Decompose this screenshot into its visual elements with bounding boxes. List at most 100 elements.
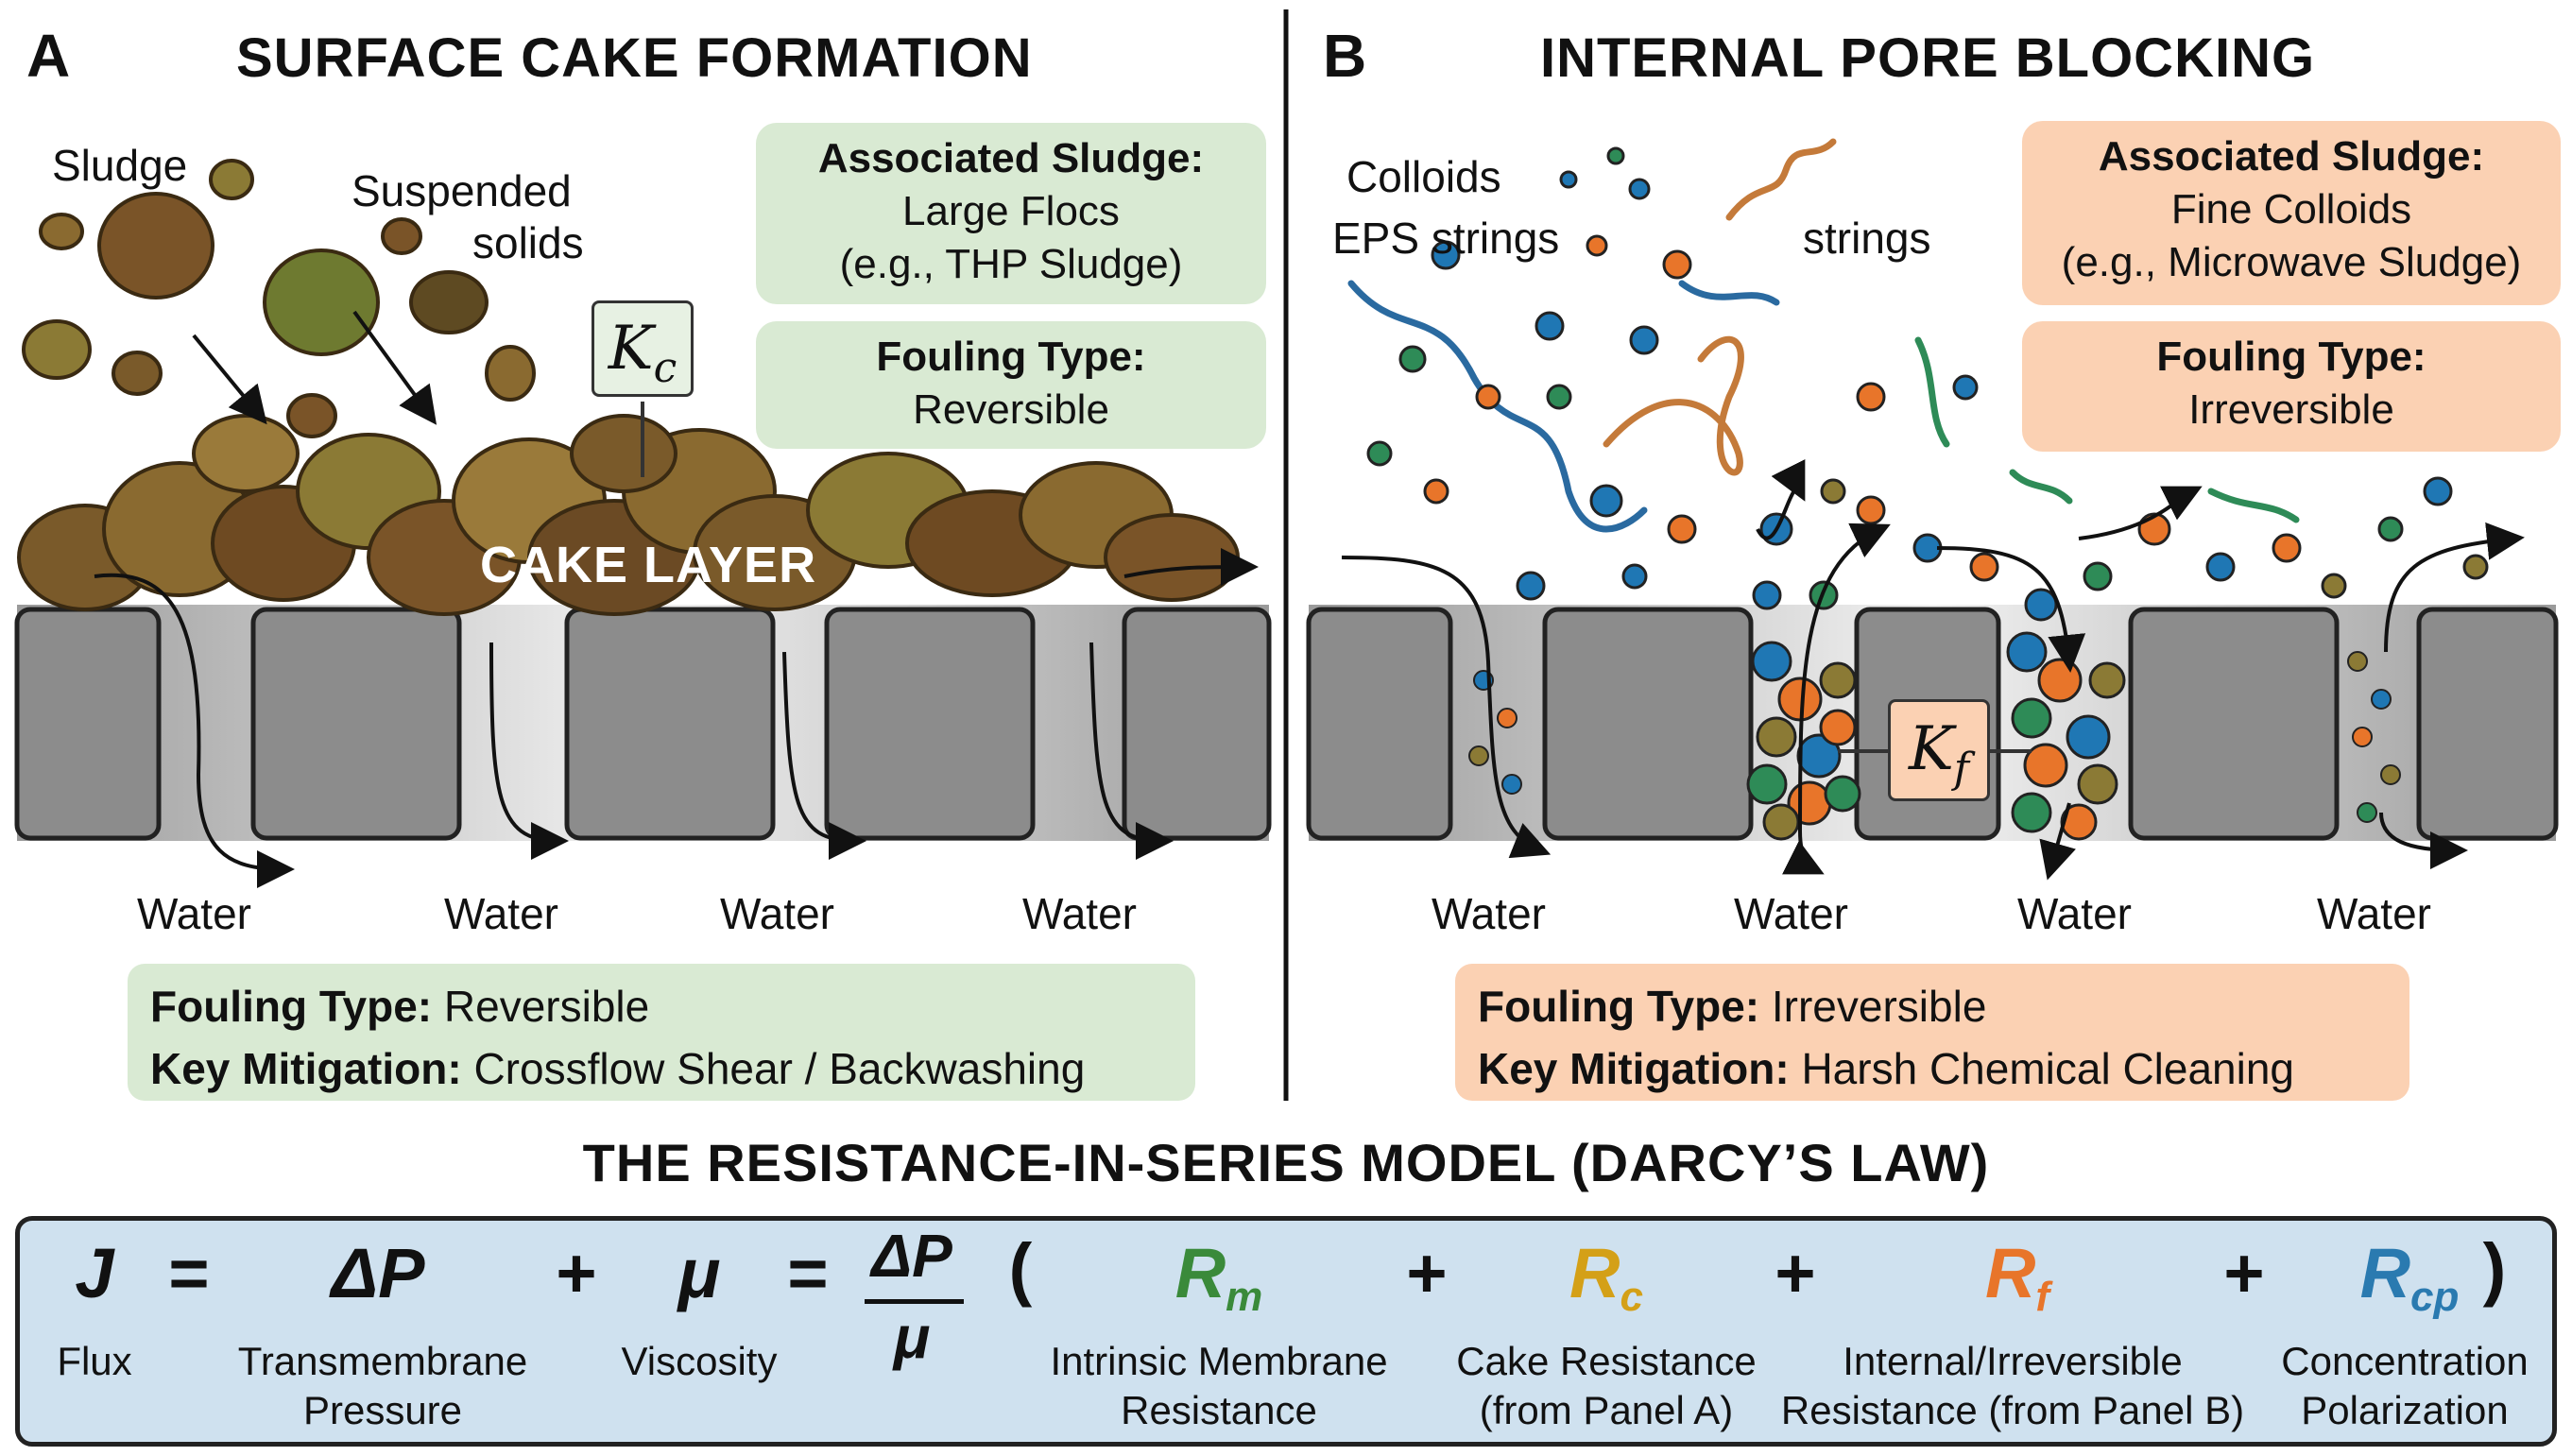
label-suspended-2: solids bbox=[472, 218, 584, 267]
label-eps-strings: EPS strings bbox=[1332, 214, 1560, 263]
assoc-sludge-line1: Fine Colloids bbox=[2170, 186, 2412, 232]
kc-symbol-box: Kc bbox=[592, 300, 694, 397]
assoc-sludge-line1: Large Flocs bbox=[902, 188, 1120, 234]
desc-rf: Internal/Irreversible Resistance (from P… bbox=[1776, 1337, 2249, 1435]
eq-equals-2: = bbox=[787, 1234, 829, 1312]
membrane-block bbox=[250, 607, 462, 841]
water-label: Water bbox=[137, 889, 251, 938]
water-label: Water bbox=[1022, 889, 1137, 938]
water-label: Water bbox=[1734, 889, 1848, 938]
panel-a-summary-box: Fouling Type: Reversible Key Mitigation:… bbox=[128, 964, 1195, 1101]
desc-tmp: Transmembrane Pressure bbox=[217, 1337, 548, 1435]
flow-arrows-b bbox=[1341, 458, 2525, 881]
sludge-particles bbox=[22, 159, 536, 438]
desc-viscosity: Viscosity bbox=[595, 1337, 803, 1386]
water-label: Water bbox=[2317, 889, 2431, 938]
eq-mu: μ bbox=[677, 1234, 721, 1312]
eq-rcp-symbol: R bbox=[2359, 1234, 2411, 1312]
model-title: THE RESISTANCE-IN-SERIES MODEL (DARCY’S … bbox=[582, 1133, 1990, 1192]
eq-rc: Rc bbox=[1550, 1233, 1663, 1321]
eq-fraction-denominator: μ bbox=[893, 1303, 931, 1371]
eq-delta-p: ΔP bbox=[331, 1234, 425, 1312]
assoc-sludge-heading: Associated Sludge: bbox=[817, 135, 1205, 181]
cake-layer bbox=[17, 414, 1240, 616]
eq-rm-symbol: R bbox=[1175, 1234, 1226, 1312]
assoc-sludge-line2: (e.g., THP Sludge) bbox=[839, 241, 1183, 287]
summary-mitigation-label: Key Mitigation: bbox=[1478, 1044, 1790, 1093]
assoc-sludge-line2: (e.g., Microwave Sludge) bbox=[2061, 239, 2522, 285]
desc-tmp-line2: Pressure bbox=[302, 1388, 463, 1432]
label-colloids: Colloids bbox=[1346, 152, 1501, 201]
kf-symbol-box: Kf bbox=[1888, 699, 1990, 801]
flow-arrows-a bbox=[94, 310, 1259, 888]
eq-equals-1: = bbox=[168, 1234, 210, 1312]
water-label: Water bbox=[1432, 889, 1546, 938]
desc-rc-line1: Cake Resistance bbox=[1456, 1339, 1757, 1383]
equation-box bbox=[15, 1216, 2557, 1447]
eq-fraction-numerator: ΔP bbox=[871, 1222, 952, 1290]
desc-rm: Intrinsic Membrane Resistance bbox=[1020, 1337, 1417, 1435]
panel-b-letter: B bbox=[1323, 22, 1367, 90]
panel-b-title: INTERNAL PORE BLOCKING bbox=[1540, 27, 2316, 89]
membrane-block bbox=[1122, 607, 1272, 841]
panel-a-title: SURFACE CAKE FORMATION bbox=[236, 27, 1033, 89]
desc-rm-line2: Resistance bbox=[1121, 1388, 1317, 1432]
summary-fouling-label: Fouling Type: bbox=[1478, 982, 1760, 1031]
kc-subscript: c bbox=[653, 344, 677, 392]
panel-b-associated-sludge-box: Associated Sludge: Fine Colloids (e.g., … bbox=[2022, 121, 2561, 305]
eq-plus-4: + bbox=[2223, 1234, 2265, 1312]
eq-rm-subscript: m bbox=[1226, 1274, 1263, 1320]
desc-rcp: Concentration Polarization bbox=[2258, 1337, 2551, 1435]
eq-rf-symbol: R bbox=[1984, 1234, 2036, 1312]
membrane-block bbox=[2128, 607, 2340, 841]
desc-flux: Flux bbox=[38, 1337, 151, 1386]
eq-plus-1: + bbox=[556, 1234, 597, 1312]
summary-mitigation-label: Key Mitigation: bbox=[150, 1044, 462, 1093]
eq-plus-3: + bbox=[1775, 1234, 1816, 1312]
water-label: Water bbox=[720, 889, 834, 938]
membrane-block bbox=[14, 607, 162, 841]
membrane-block bbox=[2416, 607, 2559, 841]
eq-rcp: Rcp bbox=[2334, 1233, 2485, 1321]
water-label: Water bbox=[2017, 889, 2132, 938]
desc-flux-text: Flux bbox=[57, 1339, 132, 1383]
eq-flux-symbol: J bbox=[75, 1234, 114, 1312]
summary-mitigation-value: Crossflow Shear / Backwashing bbox=[473, 1044, 1086, 1093]
membrane-a bbox=[14, 605, 1272, 841]
fouling-type-value: Reversible bbox=[913, 386, 1109, 433]
kf-symbol: K bbox=[1908, 714, 1954, 784]
pore-clog-left bbox=[1746, 641, 1861, 841]
pore-clog-right bbox=[2006, 631, 2126, 841]
eq-rf: Rf bbox=[1965, 1233, 2069, 1321]
summary-fouling-label: Fouling Type: bbox=[150, 982, 433, 1031]
summary-mitigation-value: Harsh Chemical Cleaning bbox=[1801, 1044, 2295, 1093]
summary-fouling-value: Irreversible bbox=[1771, 982, 1987, 1031]
eps-strings bbox=[1347, 138, 2300, 533]
desc-rf-line1: Internal/Irreversible bbox=[1843, 1339, 2183, 1383]
desc-rc: Cake Resistance (from Panel A) bbox=[1436, 1337, 1776, 1435]
fouling-type-heading: Fouling Type: bbox=[876, 334, 1146, 380]
membrane-block bbox=[564, 607, 776, 841]
kc-symbol: K bbox=[608, 314, 654, 384]
membrane-block bbox=[1306, 607, 1453, 841]
desc-rc-line2: (from Panel A) bbox=[1479, 1388, 1734, 1432]
desc-rcp-line1: Concentration bbox=[2281, 1339, 2529, 1383]
eq-rc-subscript: c bbox=[1620, 1274, 1643, 1320]
cake-layer-label: CAKE LAYER bbox=[480, 537, 817, 593]
assoc-sludge-heading: Associated Sludge: bbox=[2098, 133, 2485, 180]
fouling-type-heading: Fouling Type: bbox=[2156, 334, 2426, 380]
membrane-block bbox=[824, 607, 1036, 841]
desc-tmp-line1: Transmembrane bbox=[237, 1339, 528, 1383]
eq-rf-subscript: f bbox=[2035, 1274, 2050, 1320]
panel-a-letter: A bbox=[26, 22, 71, 90]
fouling-type-value: Irreversible bbox=[2188, 386, 2394, 433]
label-suspended-1: Suspended bbox=[352, 166, 572, 215]
eq-plus-2: + bbox=[1406, 1234, 1448, 1312]
label-strings: strings bbox=[1803, 214, 1931, 263]
panel-a-associated-sludge-box: Associated Sludge: Large Flocs (e.g., TH… bbox=[756, 123, 1266, 304]
desc-rcp-line2: Polarization bbox=[2301, 1388, 2509, 1432]
eq-right-paren: ) bbox=[2482, 1229, 2507, 1308]
desc-rm-line1: Intrinsic Membrane bbox=[1050, 1339, 1388, 1383]
eq-rm: Rm bbox=[1153, 1233, 1285, 1321]
